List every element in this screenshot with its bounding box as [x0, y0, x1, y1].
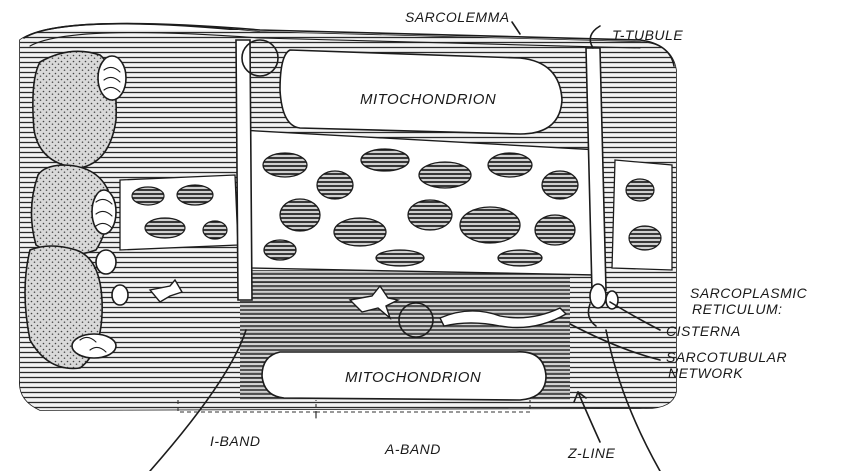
- sarcotubular-network-label-line2: NETWORK: [668, 365, 743, 381]
- t-tubule-label: T-TUBULE: [612, 27, 683, 43]
- i-band-label: I-BAND: [210, 433, 260, 449]
- mitochondrion-bottom-label: MITOCHONDRION: [345, 369, 481, 386]
- sarcoplasmic-reticulum-label-line2: RETICULUM:: [692, 301, 783, 317]
- sarcotubular-network-label-line1: SARCOTUBULAR: [666, 349, 787, 365]
- z-line-label: Z-LINE: [567, 445, 616, 461]
- sarcolemma-label: SARCOLEMMA: [405, 9, 510, 25]
- cisterna-label: CISTERNA: [666, 323, 741, 339]
- mitochondrion-top-label: MITOCHONDRION: [360, 91, 496, 108]
- sarcolemma-pointer: [512, 22, 520, 34]
- a-band-label: A-BAND: [384, 441, 441, 457]
- sarcoplasmic-reticulum-label-line1: SARCOPLASMIC: [690, 285, 808, 301]
